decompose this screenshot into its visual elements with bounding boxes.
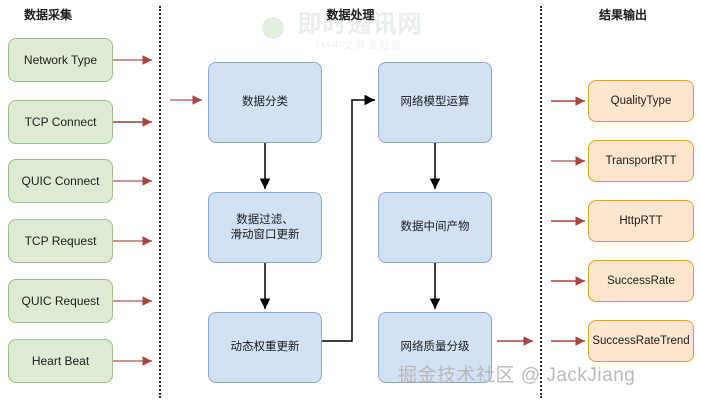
node-tcp-request[interactable]: TCP Request xyxy=(8,219,113,263)
node-label: 网络模型运算 xyxy=(400,96,470,108)
node-http-rtt[interactable]: HttpRTT xyxy=(588,200,694,242)
node-quic-request[interactable]: QUIC Request xyxy=(8,279,113,323)
node-label: HttpRTT xyxy=(619,214,663,227)
node-label: SuccessRate xyxy=(607,274,675,287)
watermark-logo-icon xyxy=(262,17,284,39)
node-label: QUIC Request xyxy=(21,293,100,308)
node-label: 网络质量分级 xyxy=(400,341,470,353)
node-network-type[interactable]: Network Type xyxy=(8,38,113,82)
node-data-filter-sliding-window[interactable]: 数据过滤、 滑动窗口更新 xyxy=(208,192,322,263)
node-label: Network Type xyxy=(23,52,98,67)
node-heart-beat[interactable]: Heart Beat xyxy=(8,339,113,383)
divider-processing-output xyxy=(540,6,542,398)
node-quic-connect[interactable]: QUIC Connect xyxy=(8,159,113,203)
node-success-rate-trend[interactable]: SuccessRateTrend xyxy=(588,320,694,362)
node-label: SuccessRateTrend xyxy=(592,334,690,347)
node-label: 数据分类 xyxy=(242,96,288,108)
node-label: QUIC Connect xyxy=(21,173,100,188)
node-tcp-connect[interactable]: TCP Connect xyxy=(8,100,113,144)
node-data-classification[interactable]: 数据分类 xyxy=(208,62,322,143)
node-label: QualityType xyxy=(610,94,672,107)
node-label: TransportRTT xyxy=(605,154,677,167)
node-label: TCP Connect xyxy=(24,114,97,129)
column-header-data-collection: 数据采集 xyxy=(24,8,73,22)
divider-collection-processing xyxy=(159,6,161,398)
node-label: 数据中间产物 xyxy=(400,221,470,233)
column-header-data-processing: 数据处理 xyxy=(326,8,375,22)
node-success-rate[interactable]: SuccessRate xyxy=(588,260,694,302)
node-network-model-computation[interactable]: 网络模型运算 xyxy=(378,62,492,143)
node-transport-rtt[interactable]: TransportRTT xyxy=(588,140,694,182)
node-quality-type[interactable]: QualityType xyxy=(588,80,694,122)
node-network-quality-grading[interactable]: 网络质量分级 xyxy=(378,312,492,383)
node-label: 数据过滤、 滑动窗口更新 xyxy=(230,213,300,241)
node-label: Heart Beat xyxy=(31,353,90,368)
watermark-top-sub: IM中文开发社区 xyxy=(316,41,404,52)
node-dynamic-weight-update[interactable]: 动态权重更新 xyxy=(208,312,322,383)
node-label: 动态权重更新 xyxy=(230,341,300,353)
node-label: TCP Request xyxy=(24,233,97,248)
column-header-result-output: 结果输出 xyxy=(599,8,648,22)
node-data-intermediate-product[interactable]: 数据中间产物 xyxy=(378,192,492,263)
